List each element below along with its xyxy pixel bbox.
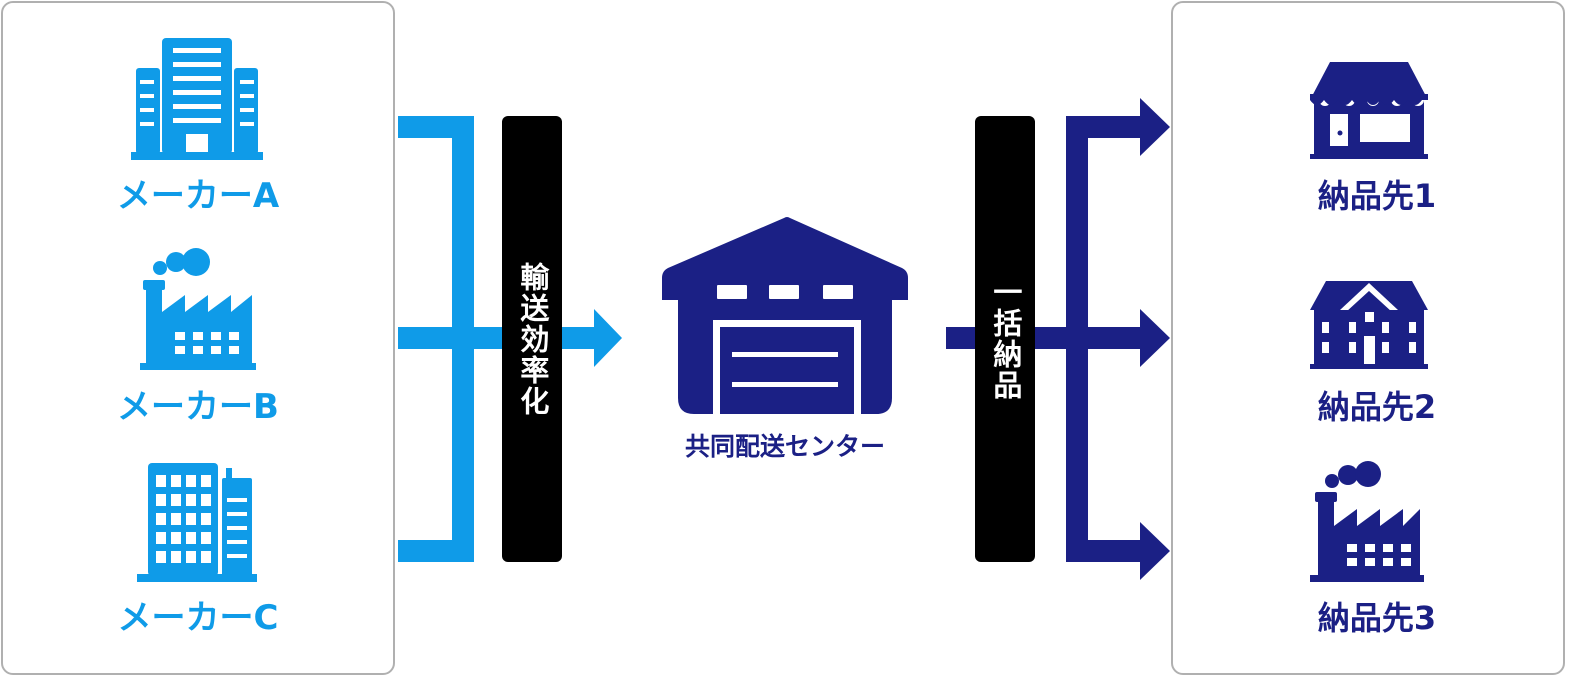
maker-c-label: メーカーC <box>117 598 279 638</box>
bulk-delivery-bar: 一括納品 <box>975 116 1035 562</box>
city-buildings-icon <box>137 463 257 582</box>
transport-efficiency-text: 輸送効率化 <box>515 261 550 417</box>
store-icon <box>1310 62 1428 159</box>
factory-icon <box>140 248 256 370</box>
destination-2-label: 納品先2 <box>1317 388 1437 426</box>
factory-icon <box>1310 461 1424 582</box>
maker-a-label: メーカーA <box>116 176 280 216</box>
distribution-center-label: 共同配送センター <box>684 432 885 461</box>
destination-3-label: 納品先3 <box>1317 599 1437 637</box>
office-building-icon <box>131 38 263 160</box>
house-icon <box>1310 281 1428 369</box>
warehouse-icon <box>662 217 908 414</box>
maker-b-label: メーカーB <box>117 387 279 427</box>
transport-efficiency-bar: 輸送効率化 <box>502 116 562 562</box>
bulk-delivery-text: 一括納品 <box>988 277 1023 401</box>
destination-1-label: 納品先1 <box>1317 177 1437 215</box>
